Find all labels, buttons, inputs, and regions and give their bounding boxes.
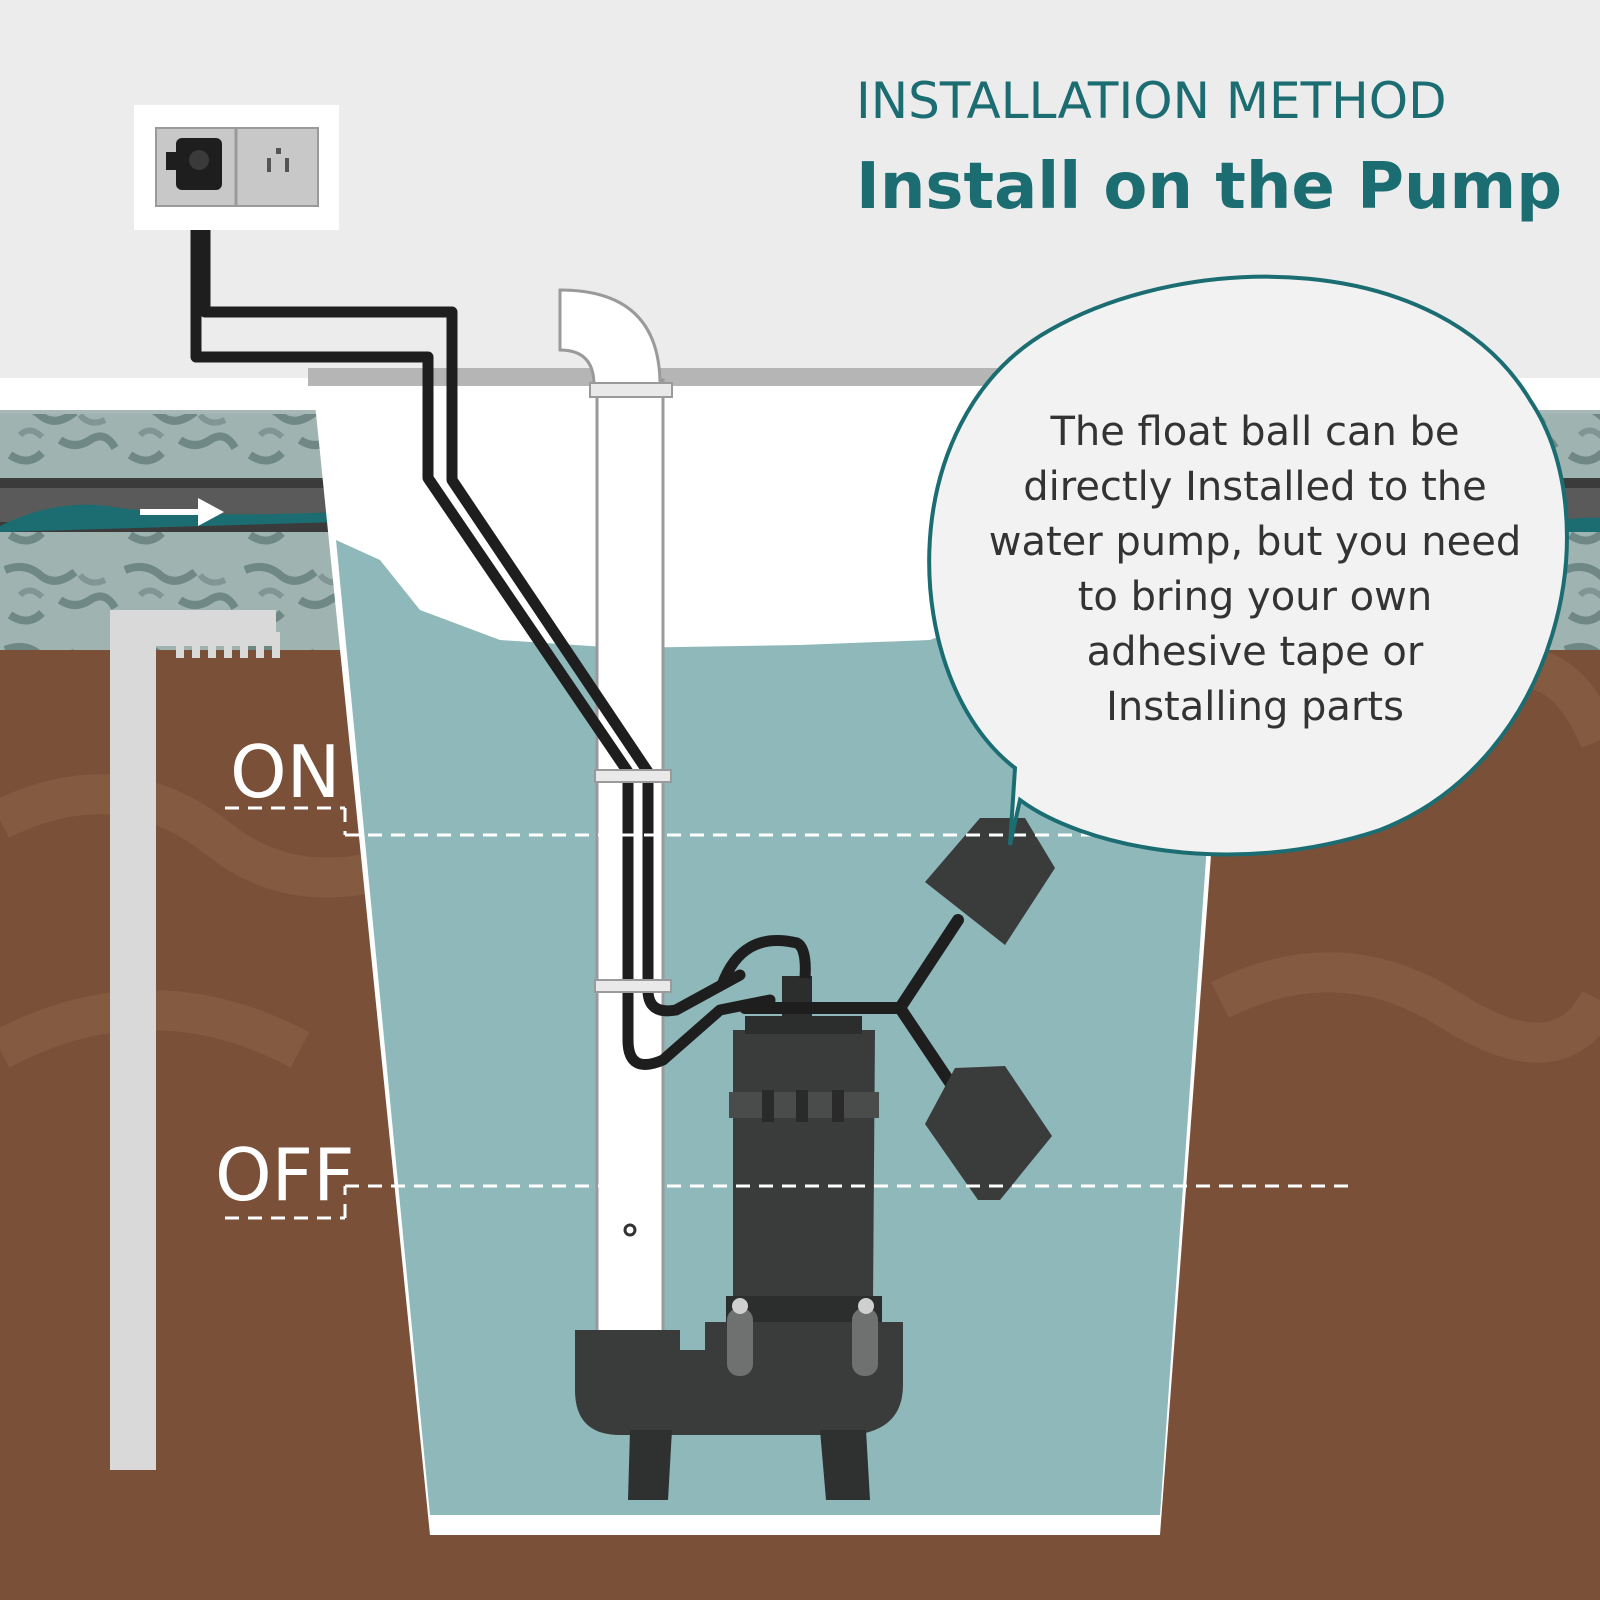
- arrow-right-icon: [140, 498, 224, 526]
- ruler-tick: [130, 1394, 156, 1405]
- ruler-top-tick: [224, 632, 232, 658]
- ruler-tick: [130, 998, 156, 1009]
- depth-ruler: [110, 610, 280, 1470]
- ruler-tick: [130, 954, 156, 965]
- ruler-tick: [130, 1174, 156, 1185]
- ruler-tick: [130, 1020, 156, 1031]
- callout-bubble: [927, 274, 1569, 857]
- ruler-tick: [130, 866, 156, 877]
- ruler-tick: [130, 756, 156, 767]
- ruler-tick: [130, 932, 156, 943]
- power-cords: [190, 194, 776, 1070]
- ruler-tick: [130, 1328, 156, 1339]
- ruler-tick: [130, 1284, 156, 1295]
- callout-line: to bring your own: [1077, 574, 1433, 620]
- callout-line: directly Installed to the: [1023, 464, 1487, 510]
- off-level-label: OFF: [215, 1133, 355, 1217]
- callout-text: The float ball can be directly Installed…: [955, 405, 1555, 735]
- ruler-tick: [130, 712, 156, 723]
- callout-line: water pump, but you need: [988, 519, 1522, 565]
- ruler-tick: [130, 1042, 156, 1053]
- ruler-tick: [130, 976, 156, 987]
- power-plug-icon: [166, 138, 222, 190]
- ruler-top-tick: [192, 632, 200, 658]
- ruler-tick: [130, 800, 156, 811]
- ruler-tick: [130, 1416, 156, 1427]
- on-level-label: ON: [230, 730, 341, 814]
- sump-pump: [575, 976, 903, 1500]
- ruler-top-tick: [272, 632, 280, 658]
- wall-outlet-icon: [134, 105, 339, 230]
- ruler-tick: [130, 1372, 156, 1383]
- ruler-tick: [130, 1306, 156, 1317]
- ruler-top-tick: [240, 632, 248, 658]
- ruler-top-tick: [176, 632, 184, 658]
- ruler-tick: [130, 822, 156, 833]
- ruler-tick: [130, 1240, 156, 1251]
- pump-cord-loop: [716, 935, 811, 988]
- off-level-line: [225, 1184, 1355, 1220]
- ruler-tick: [130, 1196, 156, 1207]
- ruler-tick: [130, 1108, 156, 1119]
- ruler-tick: [130, 1438, 156, 1449]
- float-switches: [739, 818, 1055, 1200]
- ruler-tick: [130, 844, 156, 855]
- heading-title: Install on the Pump: [856, 150, 1563, 224]
- ruler-tick: [130, 690, 156, 701]
- ruler-tick: [130, 1086, 156, 1097]
- ruler-tick: [130, 1152, 156, 1163]
- cord-clamp-lower: [594, 979, 672, 993]
- callout-line: The float ball can be: [1050, 409, 1460, 455]
- callout-line: adhesive tape or: [1086, 629, 1424, 675]
- ruler-tick: [130, 1130, 156, 1141]
- ruler-tick: [130, 1350, 156, 1361]
- ruler-tick: [130, 1218, 156, 1229]
- ruler-tick: [130, 778, 156, 789]
- cord-clamp-upper: [594, 769, 672, 783]
- callout-line: Installing parts: [1106, 684, 1404, 730]
- ruler-top-tick: [208, 632, 216, 658]
- ruler-top-tick: [256, 632, 264, 658]
- ruler-tick: [130, 1064, 156, 1075]
- ruler-tick: [130, 1262, 156, 1273]
- drain-water: [0, 504, 340, 532]
- ruler-tick: [130, 888, 156, 899]
- ruler-tick: [130, 668, 156, 679]
- ruler-tick: [130, 910, 156, 921]
- heading-subtitle: INSTALLATION METHOD: [856, 72, 1447, 130]
- ruler-tick: [130, 734, 156, 745]
